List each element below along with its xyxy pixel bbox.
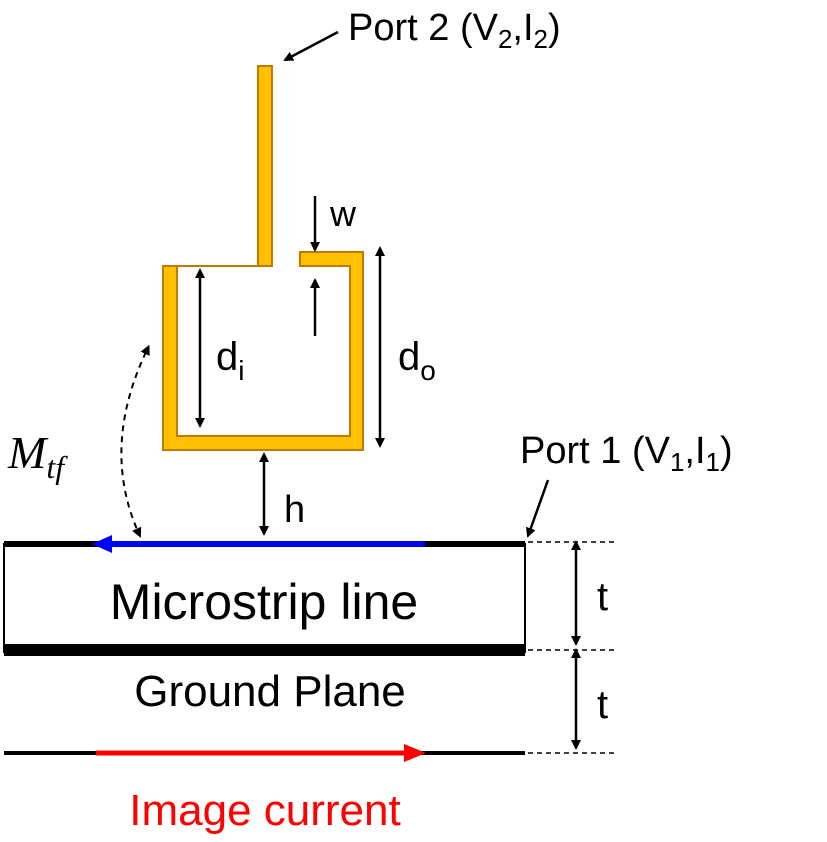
di-label: di bbox=[216, 335, 244, 386]
image-current-arrowhead bbox=[404, 744, 426, 762]
port2-label: Port 2 (V2,I2) bbox=[348, 7, 561, 54]
image-current-label: Image current bbox=[129, 786, 400, 835]
t-upper-label: t bbox=[597, 575, 608, 619]
port1-label: Port 1 (V1,I1) bbox=[520, 430, 733, 477]
loop-conductor bbox=[162, 65, 364, 451]
microstrip-signal-current bbox=[100, 541, 425, 547]
t-lower-label: t bbox=[597, 683, 608, 727]
mtf-label: Mtf bbox=[7, 427, 68, 485]
microstrip-bottom-conductor bbox=[4, 644, 525, 656]
microstrip-label: Microstrip line bbox=[110, 574, 418, 630]
w-label: w bbox=[329, 193, 357, 234]
port2-arrow bbox=[283, 30, 339, 62]
signal-current-arrowhead bbox=[92, 535, 112, 553]
do-label: do bbox=[398, 335, 436, 386]
mtf-coupling-arrow bbox=[120, 344, 150, 538]
h-label: h bbox=[284, 489, 305, 531]
ground-plane-label: Ground Plane bbox=[134, 667, 406, 716]
microstrip-box bbox=[3, 543, 526, 653]
port1-arrow bbox=[525, 479, 550, 538]
